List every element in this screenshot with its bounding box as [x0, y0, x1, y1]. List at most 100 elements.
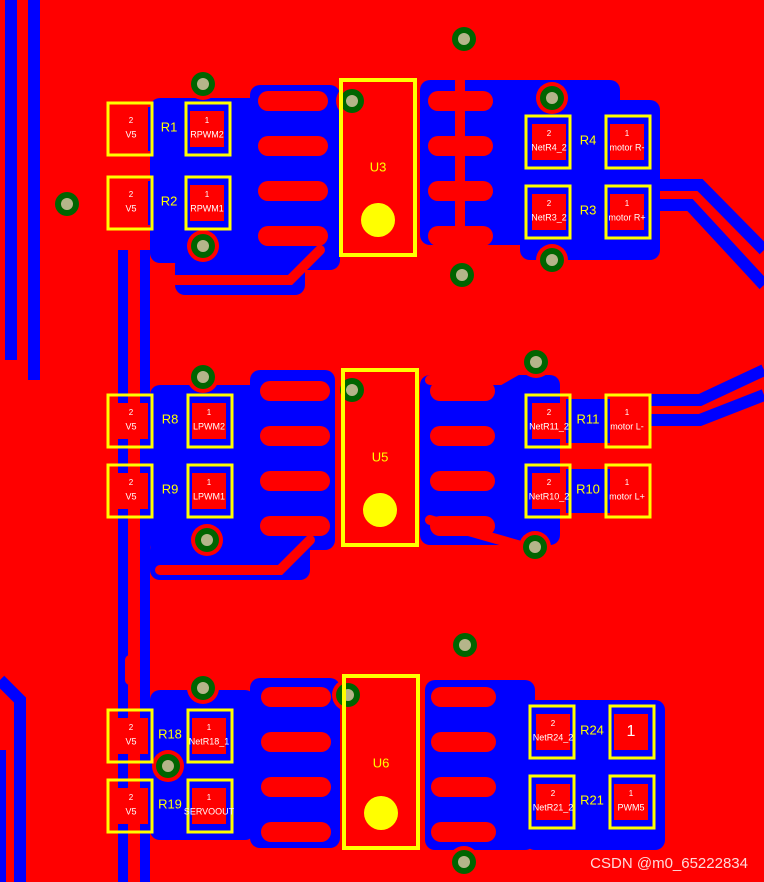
chip-pin-pad	[258, 181, 328, 201]
bottom-trace	[118, 250, 128, 882]
resistor-body	[570, 710, 614, 754]
pad-number: 2	[551, 719, 556, 728]
chip-pin-pad	[260, 471, 330, 491]
via-hole	[346, 384, 358, 396]
pad-number: 1	[207, 408, 212, 417]
resistor-pad-1	[192, 718, 226, 754]
via-hole	[456, 269, 468, 281]
resistor-outline-right	[604, 463, 652, 519]
pad-net-name: PWM5	[618, 802, 645, 812]
resistor-outline-left	[106, 778, 154, 834]
top-copper-traces	[114, 35, 648, 842]
resistor-refdes: R24	[580, 722, 604, 737]
resistor-pad-2	[114, 788, 148, 824]
resistor-outline-right	[184, 101, 232, 157]
pad-number: 2	[129, 793, 134, 802]
via-hole	[201, 534, 213, 546]
resistor-body	[566, 399, 610, 443]
pad-net-name: motor R-	[609, 142, 644, 152]
via-hole	[197, 78, 209, 90]
resistor-pad-2	[114, 403, 148, 439]
pad-net-name: V5	[125, 129, 136, 139]
pad-number: 1	[207, 793, 212, 802]
resistor-pad-2	[114, 473, 148, 509]
bottom-trace	[640, 179, 764, 255]
silkscreen-layer	[106, 78, 656, 850]
chip-label: U6	[373, 755, 390, 770]
pad-number: 1	[207, 723, 212, 732]
pad-net-name: LPWM2	[193, 421, 225, 431]
resistor-pad-2	[536, 714, 570, 750]
resistor-outline-right	[186, 778, 234, 834]
label-layer: U3U5U62V51RPWM2R12V51RPWM1R22NetR4_21mot…	[125, 116, 645, 816]
resistor-outline-right	[186, 708, 234, 764]
resistor-outline-left	[524, 393, 572, 449]
via-hole	[162, 760, 174, 772]
bottom-trace	[650, 389, 764, 426]
resistor-outline-left	[106, 175, 154, 231]
chip-pin-pad	[258, 226, 328, 246]
resistor-refdes: R1	[161, 119, 178, 134]
pad-number: 2	[547, 199, 552, 208]
chip-outline	[339, 78, 417, 257]
pad-net-name: NetR18_1	[189, 736, 230, 746]
pin1-dot-marker	[361, 203, 395, 237]
pad-number: 2	[129, 723, 134, 732]
pad-number: 1	[625, 199, 630, 208]
via-group	[51, 23, 568, 878]
chip-label: U5	[372, 449, 389, 464]
chip-pin-pad	[260, 381, 330, 401]
resistor-body	[148, 181, 190, 225]
pad-number: 2	[547, 129, 552, 138]
resistor-body	[566, 120, 610, 164]
via-hole	[61, 198, 73, 210]
chip-pin-pad	[431, 687, 496, 707]
bottom-copper-area	[250, 85, 340, 270]
pad-number: 1	[205, 190, 210, 199]
chip-pin-pad	[431, 777, 496, 797]
resistor-outline-right	[608, 704, 656, 760]
pad-number: 1	[205, 116, 210, 125]
top-trace	[155, 535, 315, 575]
pin1-dot-marker	[364, 796, 398, 830]
via-hole	[529, 541, 541, 553]
pad-number: 2	[551, 789, 556, 798]
resistor-pad-1	[610, 194, 644, 230]
resistor-outline-left	[106, 463, 154, 519]
bottom-copper-area	[250, 678, 340, 848]
resistor-outline-right	[186, 463, 234, 519]
pad-net-name: LPWM1	[193, 491, 225, 501]
pad-net-name: V5	[125, 421, 136, 431]
resistor-pad-2	[532, 124, 566, 160]
resistor-outline-left	[524, 114, 572, 170]
resistor-outline-left	[106, 708, 154, 764]
pad-number: 1	[627, 723, 636, 740]
chip-pin-pad	[430, 426, 495, 446]
pad-net-name: motor L+	[609, 491, 645, 501]
resistor-refdes: R3	[580, 202, 597, 217]
chip-pin-pad	[430, 381, 495, 401]
pad-number: 2	[129, 116, 134, 125]
resistor-pad-1	[190, 185, 224, 221]
bottom-trace	[650, 364, 764, 406]
watermark-text: CSDN @m0_65222834	[590, 855, 748, 872]
resistor-outline-right	[186, 393, 234, 449]
resistor-refdes: R18	[158, 726, 182, 741]
pad-net-name: NetR11_2	[529, 421, 569, 431]
resistor-refdes: R19	[158, 796, 182, 811]
pad-net-name: RPWM1	[190, 203, 224, 213]
resistor-refdes: R21	[580, 792, 604, 807]
bottom-trace	[140, 250, 150, 882]
resistor-pad-1	[192, 403, 226, 439]
resistor-refdes: R8	[162, 411, 179, 426]
resistor-outline-left	[106, 393, 154, 449]
resistor-pad-1	[190, 111, 224, 147]
via-hole	[197, 371, 209, 383]
resistor-refdes: R11	[577, 411, 600, 426]
pad-number: 1	[625, 478, 630, 487]
via-hole	[197, 240, 209, 252]
pad-number: 1	[207, 478, 212, 487]
pad-net-name: V5	[125, 491, 136, 501]
resistor-pad-2	[532, 194, 566, 230]
